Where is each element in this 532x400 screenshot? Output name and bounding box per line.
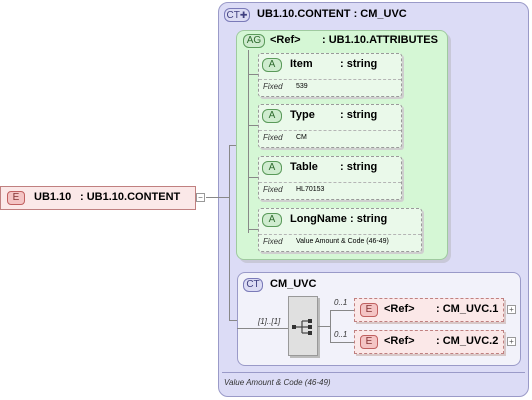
- fixed-label: Fixed: [263, 133, 283, 142]
- attribute-name: Type: [290, 109, 315, 121]
- attribute-type: : string: [340, 58, 378, 70]
- connector-line: [330, 310, 354, 311]
- sequence-cardinality: [1]..[1]: [258, 317, 281, 326]
- inner-complex-type-name: CM_UVC: [270, 278, 317, 290]
- connector-line: [330, 310, 331, 342]
- attribute-name: Item: [290, 58, 313, 70]
- child-ref-label: <Ref>: [384, 303, 415, 315]
- connector-line: [237, 328, 288, 329]
- connector-line: [229, 320, 237, 321]
- attribute-type-box[interactable]: [258, 104, 402, 148]
- fixed-label: Fixed: [263, 185, 283, 194]
- connector-line: [248, 74, 258, 75]
- child-ref-label: <Ref>: [384, 335, 415, 347]
- expand-icon[interactable]: +: [507, 337, 516, 346]
- root-element-box[interactable]: [0, 186, 196, 210]
- child-element-ref-box[interactable]: [354, 330, 504, 354]
- attribute-longname-box[interactable]: [258, 208, 422, 252]
- root-element-type: : UB1.10.CONTENT: [80, 191, 181, 203]
- attribute-type: : string: [340, 161, 378, 173]
- attribute-badge-icon: A: [262, 109, 282, 123]
- connector-line: [330, 342, 354, 343]
- child-cardinality: 0..1: [334, 298, 348, 307]
- fixed-value: 539: [296, 83, 308, 90]
- child-cardinality: 0..1: [334, 330, 348, 339]
- complex-type-badge-icon: CT✚: [224, 8, 250, 22]
- attribute-badge-icon: A: [262, 161, 282, 175]
- root-element-name: UB1.10: [34, 191, 72, 203]
- attribute-type: : string: [350, 213, 388, 225]
- documentation-divider: [222, 372, 525, 373]
- child-ref-type: : CM_UVC.1: [436, 303, 499, 315]
- attribute-table-box[interactable]: [258, 156, 402, 200]
- attribute-name: Table: [290, 161, 318, 173]
- connector-line: [318, 326, 330, 327]
- connector-line: [248, 125, 258, 126]
- fixed-label: Fixed: [263, 82, 283, 91]
- sequence-compositor-icon[interactable]: [288, 296, 318, 356]
- fixed-label: Fixed: [263, 237, 283, 246]
- fixed-value: HL70153: [296, 186, 325, 193]
- connector-line: [206, 197, 218, 198]
- connector-line: [218, 197, 229, 198]
- connector-line: [248, 177, 258, 178]
- connector-line: [248, 229, 258, 230]
- complex-type-documentation: Value Amount & Code (46-49): [224, 378, 331, 387]
- attribute-badge-icon: A: [262, 213, 282, 227]
- complex-type-title: UB1.10.CONTENT : CM_UVC: [257, 8, 407, 20]
- connector-line: [229, 145, 230, 320]
- element-badge-icon: E: [7, 191, 25, 205]
- attribute-group-badge-icon: AG: [243, 34, 265, 48]
- collapse-icon[interactable]: −: [196, 193, 205, 202]
- child-element-ref-box[interactable]: [354, 298, 504, 322]
- attribute-item-box[interactable]: [258, 53, 402, 97]
- element-badge-icon: E: [360, 303, 378, 317]
- connector-line: [248, 50, 249, 233]
- connector-line: [229, 145, 237, 146]
- child-ref-type: : CM_UVC.2: [436, 335, 499, 347]
- element-badge-icon: E: [360, 335, 378, 349]
- attribute-group-type: : UB1.10.ATTRIBUTES: [322, 34, 438, 46]
- attribute-type: : string: [340, 109, 378, 121]
- attribute-badge-icon: A: [262, 58, 282, 72]
- fixed-value: CM: [296, 134, 307, 141]
- expand-icon[interactable]: +: [507, 305, 516, 314]
- fixed-value: Value Amount & Code (46-49): [296, 238, 389, 245]
- attribute-name: LongName: [290, 213, 347, 225]
- inner-complex-type-badge-icon: CT: [243, 278, 263, 292]
- attribute-group-ref: <Ref>: [270, 34, 301, 46]
